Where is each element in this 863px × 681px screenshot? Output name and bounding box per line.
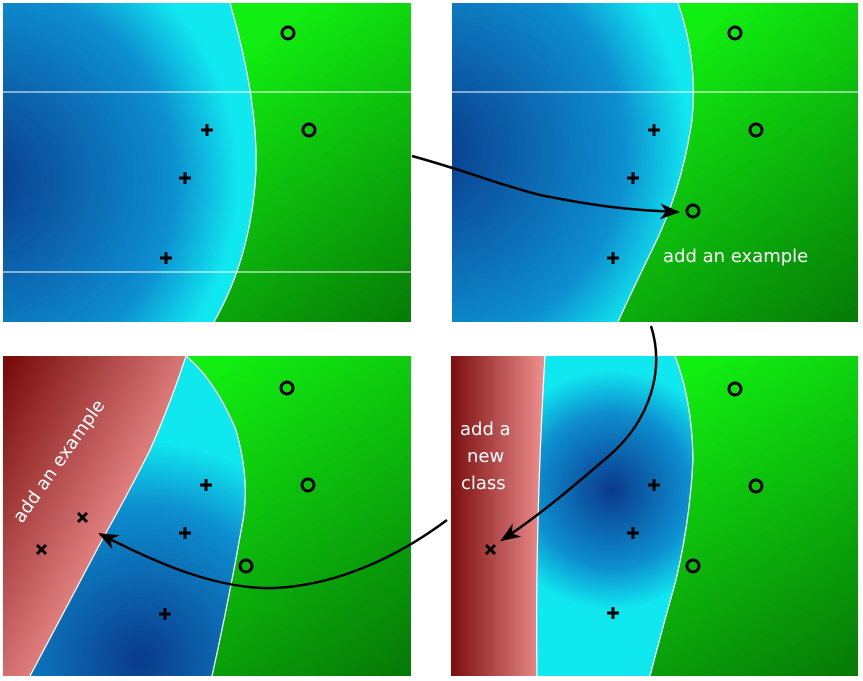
label-add-new-class-line2: new bbox=[467, 446, 504, 467]
label-add-new-class-line3: class bbox=[461, 473, 506, 494]
plus-marker bbox=[159, 608, 171, 620]
decision-boundary bbox=[213, 2, 257, 323]
decision-boundary bbox=[649, 355, 694, 677]
plus-marker bbox=[648, 124, 660, 136]
decision-boundary bbox=[536, 355, 546, 677]
plus-marker bbox=[627, 172, 639, 184]
plus-marker bbox=[607, 252, 619, 264]
cross-marker bbox=[484, 543, 497, 556]
circle-marker bbox=[685, 558, 701, 574]
circle-marker bbox=[238, 558, 254, 574]
cross-marker bbox=[35, 543, 48, 556]
panel-new-class: add a new class bbox=[451, 355, 858, 677]
region-plus-class bbox=[3, 3, 257, 322]
plus-marker bbox=[648, 479, 660, 491]
plus-marker bbox=[179, 527, 191, 539]
circle-marker bbox=[301, 122, 317, 138]
region-plus-class bbox=[452, 3, 694, 322]
decision-boundary bbox=[29, 355, 187, 677]
panel-initial bbox=[3, 2, 411, 323]
circle-marker bbox=[280, 25, 296, 41]
circle-marker-new bbox=[685, 203, 701, 219]
region-plus-class bbox=[536, 356, 693, 676]
circle-marker bbox=[279, 380, 295, 396]
circle-marker bbox=[300, 477, 316, 493]
plus-marker bbox=[607, 607, 619, 619]
plus-marker bbox=[179, 172, 191, 184]
panel-added-example: add an example bbox=[452, 2, 858, 323]
circle-marker bbox=[727, 25, 743, 41]
decision-boundary bbox=[185, 355, 246, 677]
label-add-new-class-line1: add a bbox=[460, 419, 511, 440]
arrow-step-2 bbox=[500, 325, 658, 542]
circle-marker bbox=[748, 478, 764, 494]
label-add-example: add an example bbox=[663, 246, 808, 267]
arrow-step-1 bbox=[411, 154, 680, 220]
plus-marker bbox=[200, 479, 212, 491]
region-plus-class bbox=[30, 356, 246, 676]
region-cross-class bbox=[3, 356, 186, 676]
arrow-step-3 bbox=[98, 518, 448, 590]
region-cross-class bbox=[451, 356, 545, 676]
plus-marker bbox=[160, 252, 172, 264]
plus-marker bbox=[201, 124, 213, 136]
circle-marker bbox=[727, 381, 743, 397]
cross-marker bbox=[76, 511, 89, 524]
panel-added-example-to-new-class: add an example bbox=[3, 355, 411, 677]
circle-marker bbox=[748, 122, 764, 138]
plus-marker bbox=[627, 527, 639, 539]
decision-boundary bbox=[617, 2, 694, 323]
